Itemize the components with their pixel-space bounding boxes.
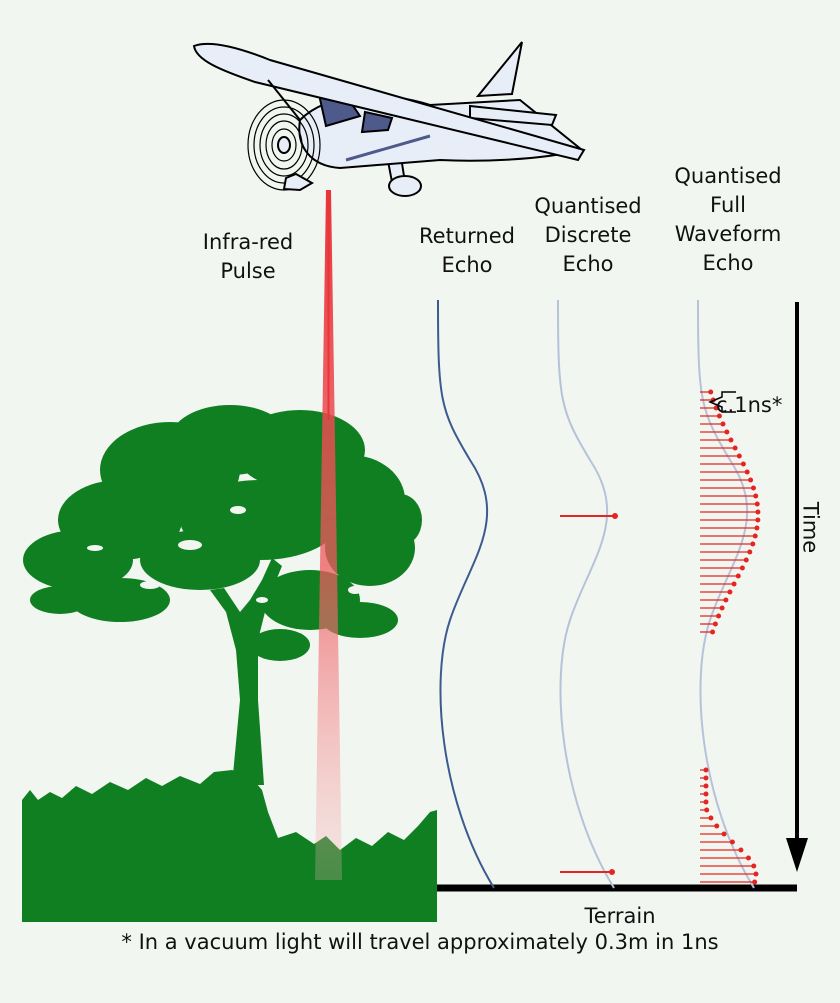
terrain-label: Terrain: [584, 904, 656, 928]
waveform-sample-point: [744, 469, 750, 475]
waveform-sample-point: [753, 493, 759, 499]
tree-icon: [23, 405, 422, 785]
waveform-sample-point: [710, 629, 716, 635]
waveform-sample-point: [713, 405, 719, 411]
waveform-sample-point: [755, 509, 761, 515]
full-label-line2: Full: [710, 193, 746, 217]
waveform-sample-point: [751, 863, 757, 869]
time-arrow-icon: [786, 302, 808, 872]
waveform-sample-point: [748, 477, 754, 483]
waveform-sample-point: [712, 621, 718, 627]
waveform-sample-point: [752, 879, 758, 885]
waveform-sample-point: [724, 429, 730, 435]
waveform-sample-point: [738, 847, 744, 853]
infra-red-beam: [315, 190, 342, 880]
waveform-sample-point: [732, 445, 738, 451]
waveform-sample-point: [719, 605, 725, 611]
discrete-label-line2: Discrete: [544, 223, 632, 247]
full-waveform-samples: [700, 389, 761, 885]
waveform-sample-point: [745, 855, 751, 861]
aircraft-icon: [192, 41, 586, 197]
discrete-echo-curve: [557, 299, 615, 889]
waveform-sample-point: [704, 807, 710, 813]
discrete-label-line3: Echo: [562, 252, 614, 276]
interval-bracket: [708, 391, 736, 413]
ground-vegetation: [22, 770, 437, 922]
full-label-line1: Quantised: [674, 164, 782, 188]
waveform-sample-point: [720, 421, 726, 427]
waveform-sample-point: [716, 613, 722, 619]
waveform-sample-point: [755, 517, 761, 523]
discrete-echo-samples: [560, 513, 618, 875]
full-label-line3: Waveform: [674, 222, 782, 246]
waveform-sample-point: [716, 413, 722, 419]
waveform-sample-point: [729, 839, 735, 845]
waveform-sample-point: [723, 597, 729, 603]
pulse-label-line2: Pulse: [220, 259, 276, 283]
waveform-sample-point: [754, 525, 760, 531]
full-waveform-curve: [697, 299, 755, 889]
waveform-sample-point: [703, 783, 709, 789]
returned-echo-curve: [437, 299, 495, 889]
returned-label-line1: Returned: [419, 224, 515, 248]
footnote: * In a vacuum light will travel approxim…: [121, 930, 719, 954]
discrete-label-line1: Quantised: [534, 194, 642, 218]
waveform-sample-point: [750, 485, 756, 491]
waveform-sample-point: [703, 775, 709, 781]
waveform-sample-point: [747, 549, 753, 555]
returned-echo-label: Returned Echo: [404, 222, 530, 280]
returned-label-line2: Echo: [441, 253, 493, 277]
waveform-sample-point: [753, 871, 759, 877]
waveform-sample-point: [736, 453, 742, 459]
pulse-label-line1: Infra-red: [202, 230, 294, 254]
waveform-sample-point: [721, 831, 727, 837]
waveform-sample-point: [727, 589, 733, 595]
time-label: Time: [798, 501, 823, 554]
waveform-sample-point: [740, 461, 746, 467]
waveform-sample-point: [708, 389, 714, 395]
pulse-label: Infra-red Pulse: [186, 228, 310, 286]
waveform-sample-point: [703, 791, 709, 797]
canopy-gaps: [87, 506, 362, 603]
full-waveform-label: Quantised Full Waveform Echo: [660, 162, 796, 278]
waveform-sample-point: [731, 581, 737, 587]
waveform-sample-point: [708, 815, 714, 821]
waveform-sample-point: [728, 437, 734, 443]
waveform-sample-point: [739, 565, 745, 571]
waveform-sample-point: [703, 799, 709, 805]
waveform-sample-point: [752, 533, 758, 539]
waveform-sample-point: [714, 823, 720, 829]
waveform-sample-point: [754, 501, 760, 507]
waveform-sample-point: [743, 557, 749, 563]
discrete-echo-label: Quantised Discrete Echo: [522, 192, 654, 279]
waveform-sample-point: [750, 541, 756, 547]
interval-label: c.1ns*: [716, 393, 783, 417]
waveform-sample-point: [735, 573, 741, 579]
full-label-line4: Echo: [702, 251, 754, 275]
waveform-sample-point: [703, 767, 709, 773]
